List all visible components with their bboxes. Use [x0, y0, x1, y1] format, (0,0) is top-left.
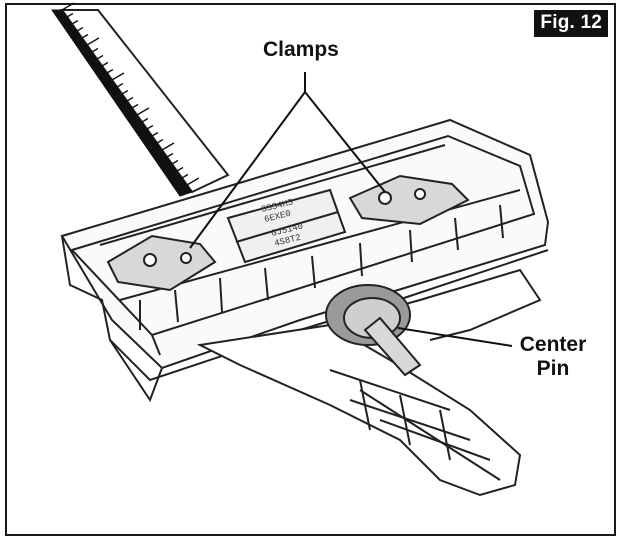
ruler-tick: [106, 68, 114, 74]
ruler-tick: [181, 173, 189, 179]
ruler-tick: [81, 33, 89, 39]
ruler-icon: [51, 2, 230, 197]
center-pin-callout-line1: Center: [519, 333, 587, 356]
center-pin-callout-line2: Pin: [536, 357, 570, 380]
center-pin-icon: [325, 284, 422, 377]
ruler-tick: [71, 19, 79, 25]
center-pin-callout: Center Pin: [513, 333, 593, 381]
ruler-tick: [156, 138, 164, 144]
ruler-tick: [86, 37, 100, 46]
ruler-tick: [61, 2, 75, 11]
ruler-tick: [131, 103, 139, 109]
clamp-icon: [348, 174, 470, 226]
ruler-tick: [126, 96, 134, 102]
ruler-tick: [121, 89, 129, 95]
ruler-tick: [101, 61, 109, 67]
ruler-tick: [141, 117, 149, 123]
ruler-tick: [116, 82, 124, 88]
ruler-tick: [66, 12, 74, 18]
ruler-tick: [146, 124, 154, 130]
ruler-tick: [96, 54, 104, 60]
ruler-tick: [151, 131, 159, 137]
ruler-tick: [91, 47, 99, 53]
callout-leaders: [189, 72, 513, 347]
figure-label: Fig. 12: [534, 10, 608, 37]
ruler-tick: [136, 107, 150, 116]
clamps-callout: Clamps: [263, 38, 339, 61]
ruler-tick: [161, 142, 175, 151]
clamp-icon: [106, 234, 217, 292]
ruler-tick: [186, 177, 200, 186]
ruler-tick: [111, 72, 125, 81]
ruler-tick: [171, 159, 179, 165]
ruler-tick: [176, 166, 184, 172]
ruler-tick: [76, 26, 84, 32]
ruler-tick: [166, 152, 174, 158]
